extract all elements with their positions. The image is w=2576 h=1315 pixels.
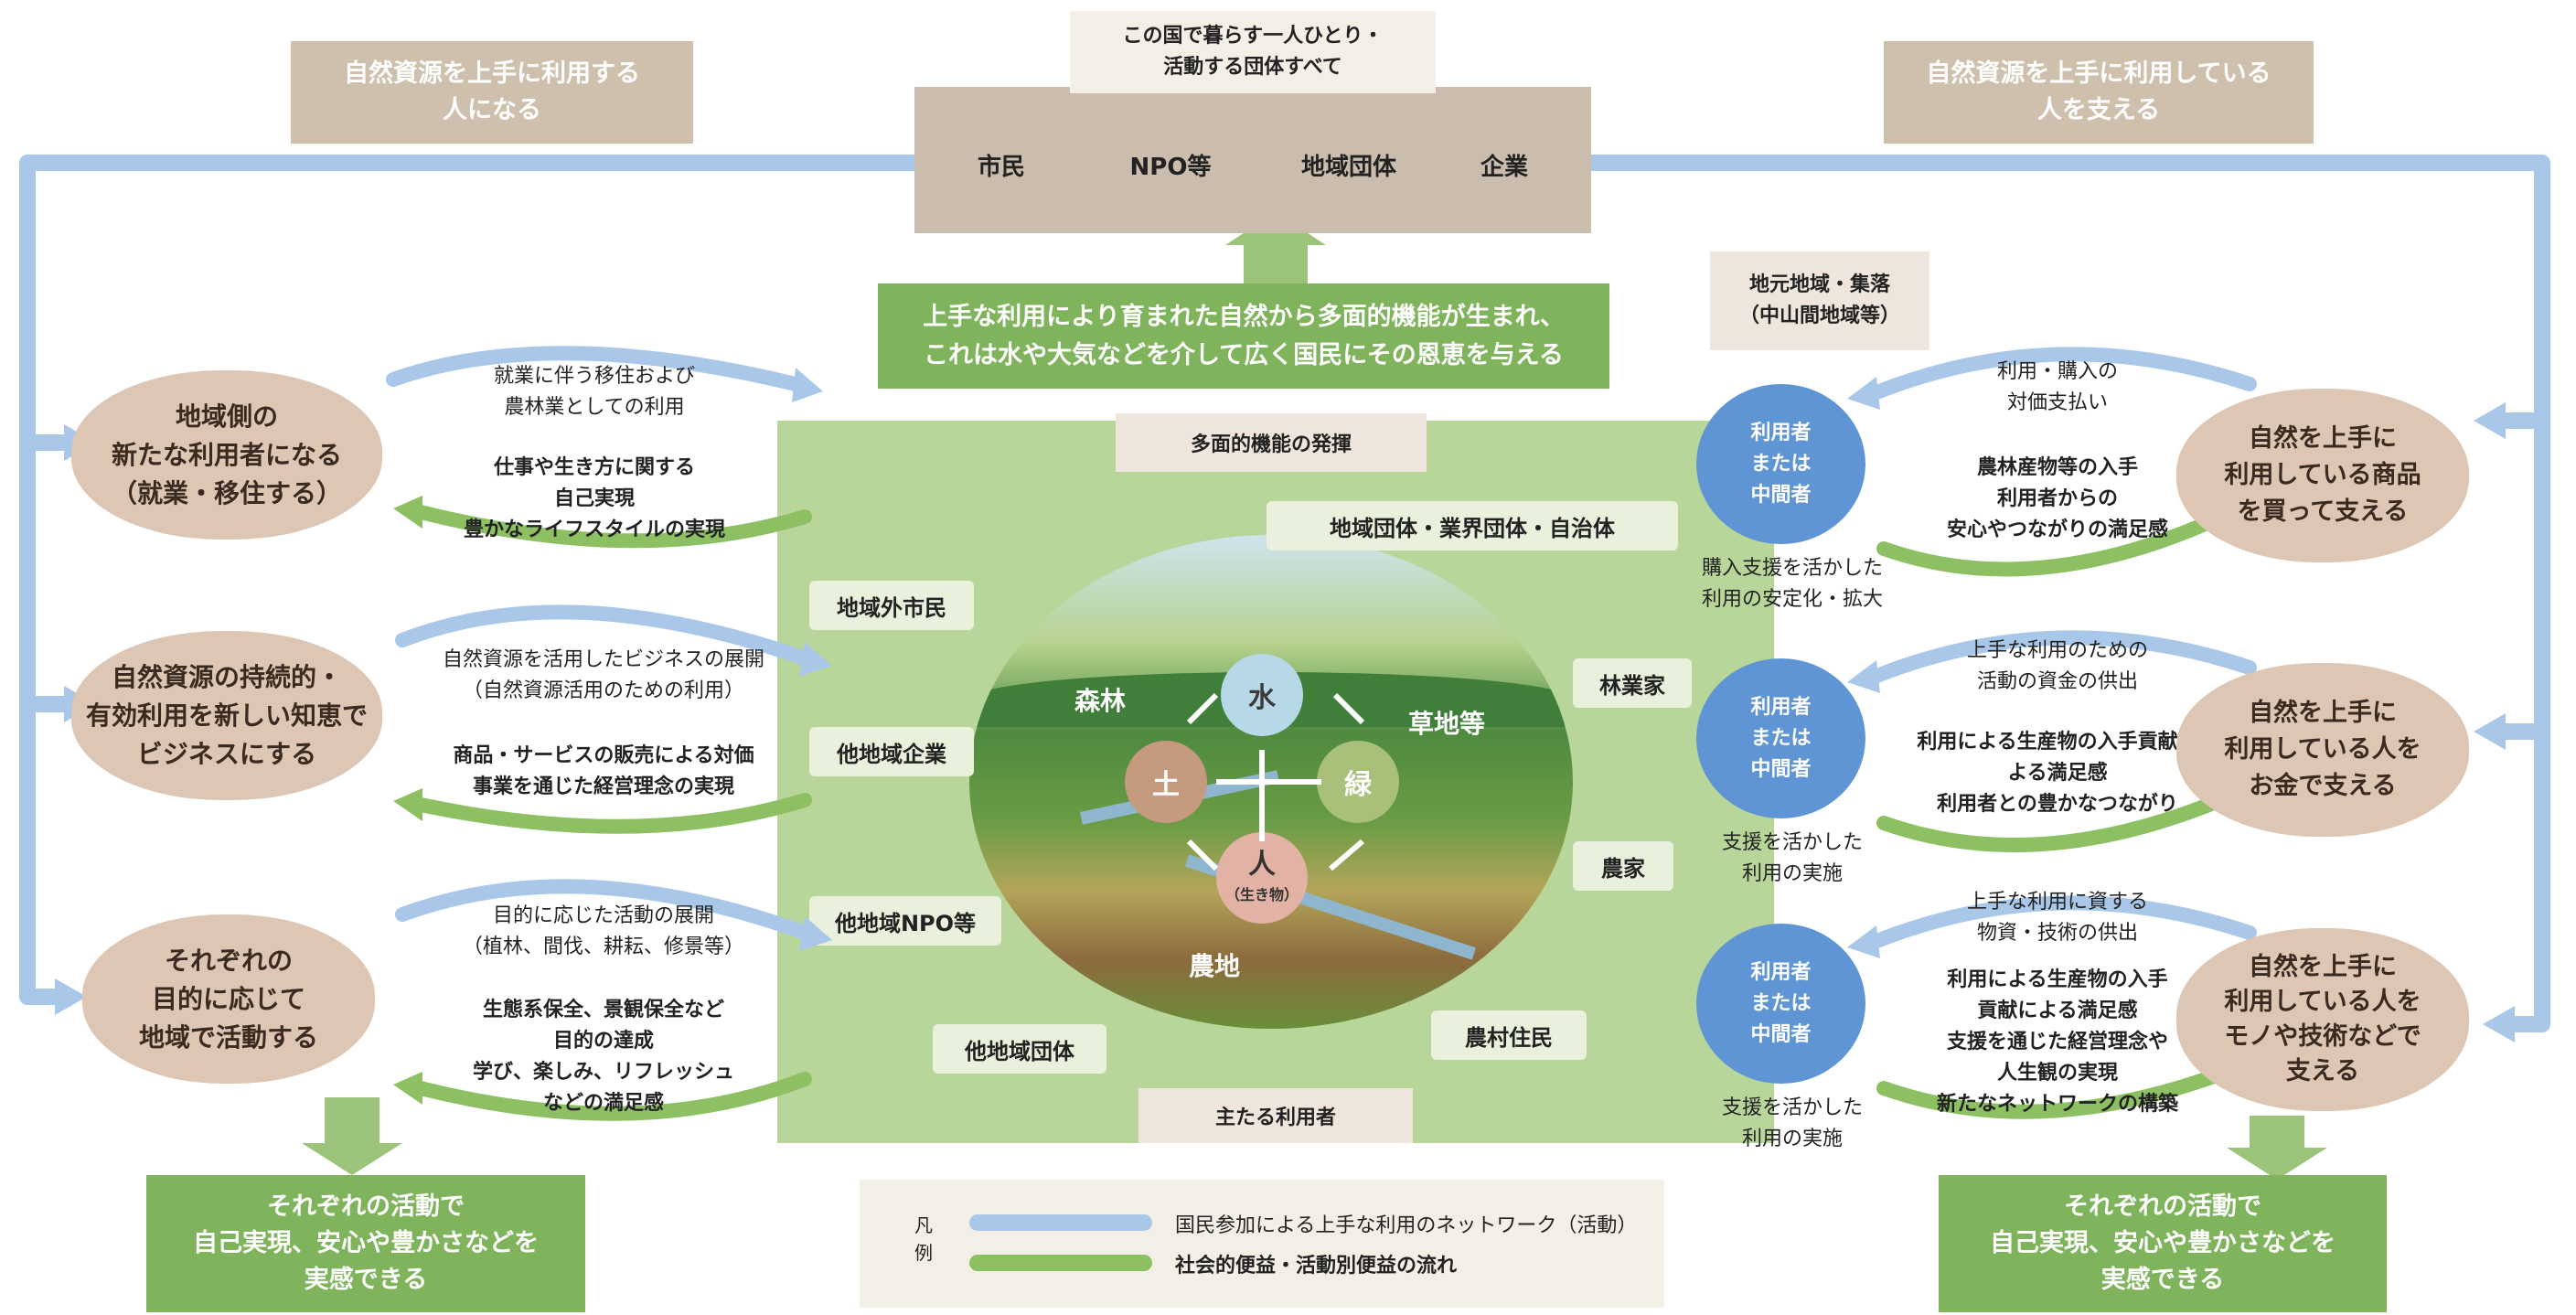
corner-right-label: 自然資源を上手に利用している 人を支える — [1884, 41, 2314, 144]
corner-left-label: 自然資源を上手に利用する 人になる — [291, 41, 693, 144]
member-npo: NPO等 — [1129, 153, 1212, 181]
soil-circle: 土 — [1125, 741, 1207, 823]
right-bubble-goods-tech: 自然を上手に 利用している人を モノや技術などで 支える — [2176, 928, 2469, 1111]
main-users-label: 主たる利用者 — [1138, 1088, 1413, 1143]
bottom-right-benefit-bar: それぞれの活動で 自己実現、安心や豊かさなどを 実感できる — [1939, 1175, 2387, 1312]
right-benefit-1: 農林産物等の入手 利用者からの 安心やつながりの満足感 — [1946, 456, 2168, 541]
user-circle-1: 利用者 または 中間者 — [1696, 384, 1865, 544]
legend-label-network: 国民参加による上手な利用のネットワーク（活動） — [1175, 1214, 1638, 1237]
left-bubble-newcomer: 地域側の 新たな利用者になる （就業・移住する） — [71, 370, 382, 540]
right-support-2: 支援を活かした 利用の実施 — [1721, 831, 1863, 885]
actor-other-region-groups: 他地域団体 — [933, 1024, 1106, 1074]
local-area-label: 地元地域・集落 （中山間地域等） — [1710, 251, 1929, 350]
multifunction-banner: 上手な利用により育まれた自然から多面的機能が生まれ、 これは水や大気などを介して… — [878, 283, 1609, 389]
legend: 凡 例 国民参加による上手な利用のネットワーク（活動） 社会的便益・活動別便益の… — [860, 1180, 1664, 1308]
multifunction-label: 多面的機能の発揮 — [1116, 413, 1427, 472]
left-bubble-activity: それぞれの 目的に応じて 地域で活動する — [82, 914, 375, 1084]
actor-regional-industry-municipality: 地域団体・業界団体・自治体 — [1267, 501, 1678, 551]
actor-outside-citizens: 地域外市民 — [809, 581, 974, 630]
left-flow-top-1: 就業に伴う移住および 農林業としての利用 — [493, 365, 695, 419]
right-bubble-fund: 自然を上手に 利用している人を お金で支える — [2176, 663, 2469, 837]
left-bubble-business: 自然資源の持続的・ 有効利用を新しい知恵で ビジネスにする — [71, 631, 382, 800]
human-sub-label: （生き物） — [1224, 886, 1299, 903]
cycle-arrows — [1186, 692, 1365, 871]
member-citizen: 市民 — [977, 153, 1025, 181]
left-benefit-2: 商品・サービスの販売による対価 事業を通じた経営理念の実現 — [453, 744, 754, 798]
right-flow-top-1: 利用・購入の 対価支払い — [1996, 360, 2118, 414]
legend-swatch-network — [969, 1214, 1152, 1231]
right-support-3: 支援を活かした 利用の実施 — [1721, 1096, 1863, 1150]
right-benefit-2: 利用による生産物の入手貢献に よる満足感 利用者との豊かなつながり — [1917, 731, 2198, 816]
human-label: 人 — [1248, 849, 1276, 881]
right-benefit-3: 利用による生産物の入手 貢献による満足感 支援を通じた経営理念や 人生観の実現 … — [1936, 968, 2178, 1116]
water-circle: 水 — [1221, 654, 1303, 736]
bottom-left-benefit-bar: それぞれの活動で 自己実現、安心や豊かさなどを 実感できる — [146, 1175, 585, 1312]
right-flow-top-2: 上手な利用のための 活動の資金の供出 — [1966, 639, 2148, 693]
left-flow-top-2: 自然資源を活用したビジネスの展開 （自然資源活用のための利用） — [442, 648, 764, 702]
right-support-1: 購入支援を活かした 利用の安定化・拡大 — [1701, 557, 1883, 611]
actor-farmer: 農家 — [1573, 841, 1673, 891]
human-circle: 人 （生き物） — [1216, 832, 1308, 924]
actor-other-region-npo: 他地域NPO等 — [809, 896, 1001, 946]
user-circle-2: 利用者 または 中間者 — [1696, 658, 1865, 818]
member-company: 企業 — [1480, 153, 1528, 181]
farmland-label: 農地 — [1189, 951, 1241, 981]
top-caption: この国で暮らす一人ひとり・ 活動する団体すべて — [1070, 11, 1436, 93]
legend-label-benefit: 社会的便益・活動別便益の流れ — [1175, 1255, 1458, 1278]
green-circle: 緑 — [1317, 741, 1399, 823]
right-bubble-buy-products: 自然を上手に 利用している商品 を買って支える — [2176, 389, 2469, 562]
right-flow-top-3: 上手な利用に資する 物資・技術の供出 — [1966, 891, 2148, 945]
left-benefit-1: 仕事や生き方に関する 自己実現 豊かなライフスタイルの実現 — [463, 456, 725, 541]
left-benefit-3: 生態系保全、景観保全など 目的の達成 学び、楽しみ、リフレッシュ などの満足感 — [472, 999, 734, 1115]
actor-forester: 林業家 — [1573, 658, 1692, 708]
member-regional-group: 地域団体 — [1300, 153, 1396, 181]
forest-label: 森林 — [1074, 686, 1127, 716]
legend-title: 凡 例 — [914, 1214, 933, 1264]
actor-rural-residents: 農村住民 — [1431, 1010, 1587, 1060]
legend-swatch-benefit — [969, 1255, 1152, 1271]
user-circle-3: 利用者 または 中間者 — [1696, 924, 1865, 1084]
top-citizens-box — [914, 87, 1591, 233]
left-flow-top-3: 目的に応じた活動の展開 （植林、間伐、耕耘、修景等） — [462, 904, 744, 958]
actor-other-region-companies: 他地域企業 — [809, 727, 974, 776]
grassland-label: 草地等 — [1408, 709, 1486, 739]
